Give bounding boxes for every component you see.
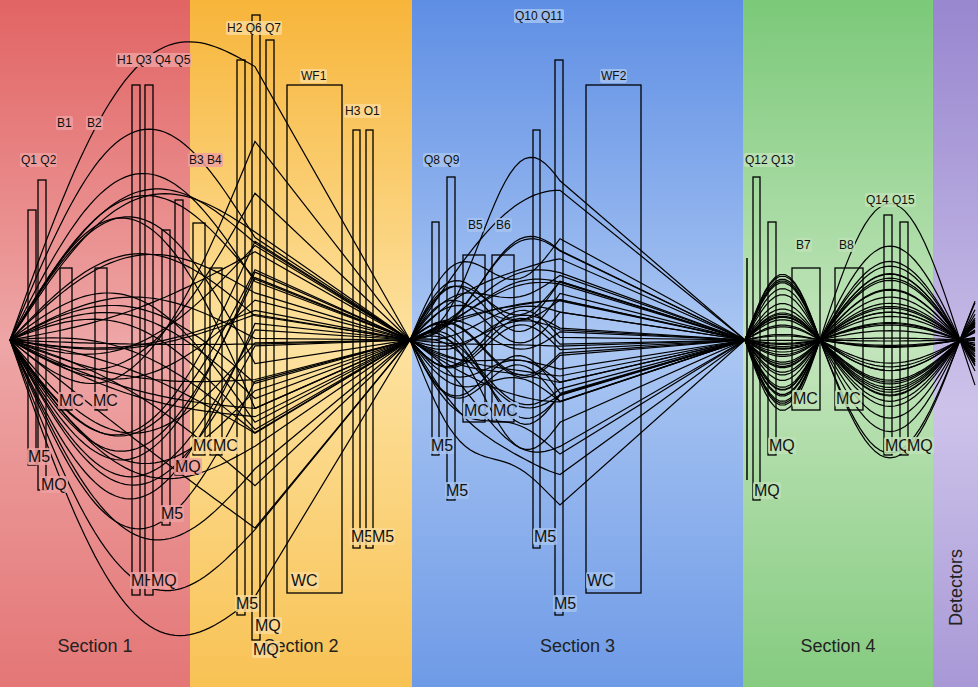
ray-trace (10, 217, 975, 368)
magnet-element (768, 222, 776, 455)
element-type-label: M5 (160, 505, 184, 522)
element-name-label: H1 Q3 Q4 Q5 (116, 53, 191, 67)
element-type-label: WC (290, 572, 319, 589)
element-type-label: MC (492, 402, 519, 419)
magnet-element (132, 85, 140, 595)
ray-trace (10, 174, 975, 357)
ray-trace (10, 304, 975, 417)
element-name-label: WF2 (600, 69, 627, 83)
element-type-label: M5 (445, 482, 469, 499)
element-type-label: M5 (235, 595, 259, 612)
ray-trace (10, 42, 975, 366)
element-type-label: MC (792, 390, 819, 407)
ray-trace (10, 315, 975, 477)
ray-trace (10, 193, 975, 369)
element-name-label: B1 (56, 116, 73, 130)
element-type-label: MQ (753, 482, 781, 499)
element-name-label: Q12 Q13 (744, 153, 795, 167)
element-name-label: Q14 Q15 (865, 193, 916, 207)
ray-trace (10, 218, 975, 409)
element-type-label: M5 (27, 448, 51, 465)
ray-trace (10, 204, 975, 435)
element-type-label: M5 (430, 437, 454, 454)
element-type-label: WC (586, 572, 615, 589)
ray-trace (10, 196, 975, 362)
section-label: Section 1 (57, 636, 132, 656)
element-type-label: MQ (768, 437, 796, 454)
ray-trace (10, 326, 975, 591)
element-name-label: WF1 (300, 69, 327, 83)
element-name-label: B7 (795, 238, 812, 252)
magnet-element (28, 210, 36, 465)
ray-trace (10, 255, 975, 368)
element-name-label: B8 (838, 238, 855, 252)
element-type-label: MQ (906, 437, 934, 454)
element-type-label: MC (58, 392, 85, 409)
element-name-label: H3 O1 (344, 104, 381, 118)
element-name-label: B2 (86, 116, 103, 130)
ray-trace (10, 190, 975, 380)
element-name-label: Q10 Q11 (514, 9, 564, 23)
element-edge (746, 258, 748, 480)
ray-trace (10, 141, 975, 383)
element-name-label: Q8 Q9 (423, 153, 460, 167)
magnet-element (95, 268, 107, 410)
element-name-label: B3 B4 (188, 153, 223, 167)
ray-trace (10, 293, 975, 422)
section-label: Detectors (946, 549, 966, 626)
element-type-label: MQ (252, 641, 280, 658)
element-type-label: MC (92, 392, 119, 409)
element-name-label: H2 Q6 Q7 (226, 21, 282, 35)
section-label: Section 4 (800, 636, 875, 656)
element-type-label: MQ (174, 458, 202, 475)
element-type-label: MQ (254, 617, 282, 634)
element-type-label: MC (463, 402, 490, 419)
element-type-label: MC (835, 390, 862, 407)
element-name-label: B6 (495, 218, 512, 232)
magnet-element (884, 215, 892, 455)
ray-trace (10, 129, 975, 387)
element-type-label: MQ (40, 476, 68, 493)
ray-trace (10, 314, 975, 540)
element-type-label: M5 (371, 528, 395, 545)
element-type-label: M5 (533, 528, 557, 545)
element-name-label: B5 (467, 218, 484, 232)
element-type-label: M5 (553, 595, 577, 612)
magnet-element (266, 40, 274, 620)
ray-trace (10, 320, 975, 499)
section-label: Section 3 (540, 636, 615, 656)
element-name-label: Q1 Q2 (20, 153, 57, 167)
element-type-label: MQ (150, 572, 178, 589)
ray-trace (10, 272, 975, 460)
element-type-label: MC (212, 437, 239, 454)
